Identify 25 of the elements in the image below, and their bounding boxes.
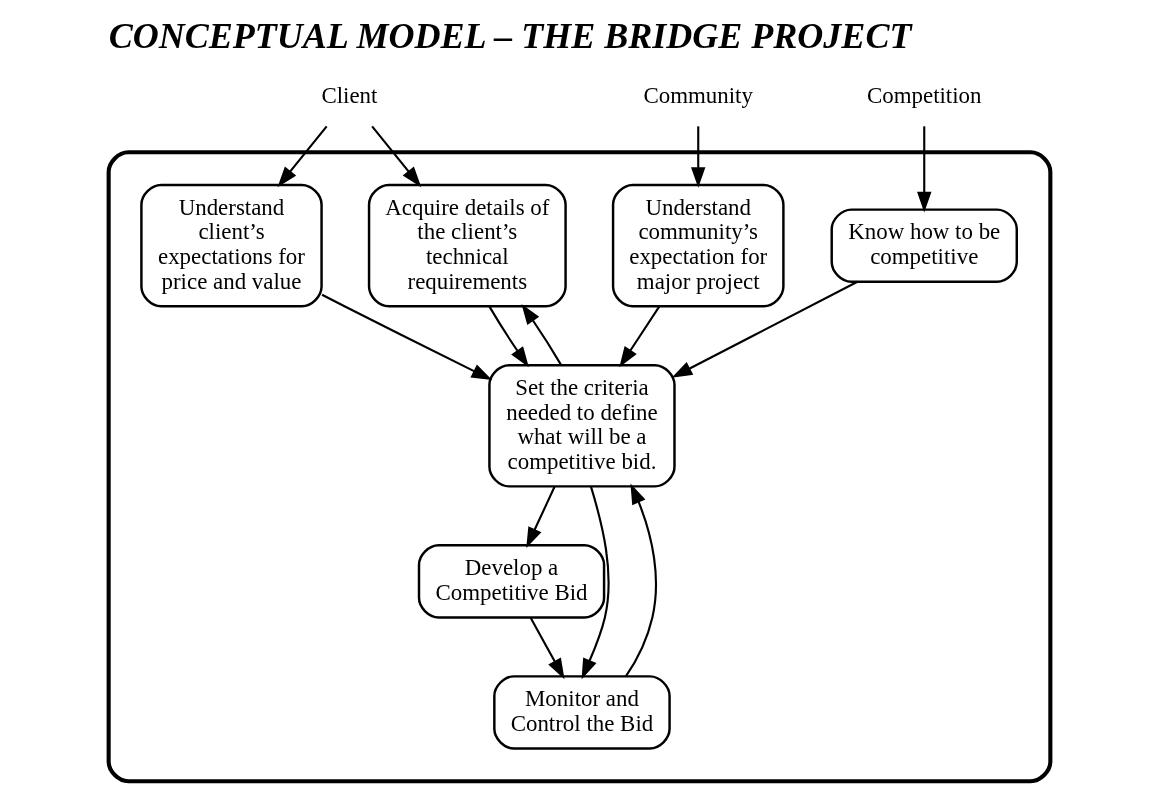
node-box: Know how to be competitive [830, 208, 1018, 283]
diagram-title: CONCEPTUAL MODEL – THE BRIDGE PROJECT [108, 16, 911, 57]
node-text: Competition [866, 82, 982, 108]
node-text: Client [320, 82, 377, 108]
arrow [488, 306, 529, 368]
arrow [581, 486, 610, 680]
arrow [690, 126, 705, 188]
arrow [525, 486, 555, 548]
arrow [277, 125, 327, 188]
arrow [529, 617, 565, 680]
node-box: Develop a Competitive Bid [417, 544, 605, 619]
arrow [521, 304, 562, 366]
node-box: Acquire details of the client’s technical requirements [367, 183, 567, 308]
arrow [370, 125, 421, 188]
node-box: Understand client’s expectations for price and value [139, 183, 323, 308]
node-box: Set the criteria needed to define what will be a competitive bid. [487, 363, 676, 488]
cluster [106, 150, 1052, 784]
arrow [618, 306, 660, 368]
node-box: Monitor and Control the Bid [492, 675, 671, 750]
arrow [916, 126, 931, 213]
node-text: Community [643, 82, 753, 108]
arrow [624, 483, 657, 677]
arrow [321, 293, 492, 381]
arrow [671, 280, 858, 378]
node-box: Understand community’s expectation for major project [611, 183, 785, 308]
